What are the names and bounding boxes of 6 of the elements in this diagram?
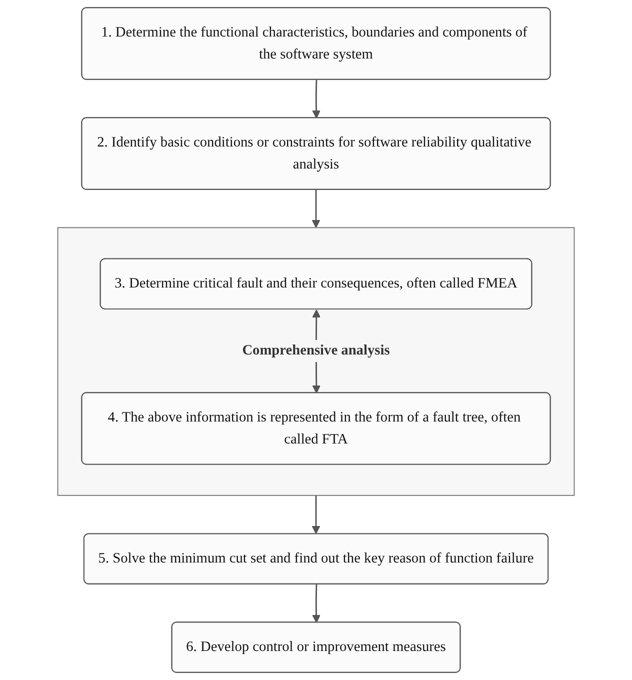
cluster	[57, 227, 575, 496]
edge-label: Comprehensive analysis	[242, 342, 390, 358]
arrow	[312, 80, 320, 118]
arrow	[312, 584, 320, 623]
arrow	[312, 189, 320, 228]
arrow	[312, 495, 320, 534]
